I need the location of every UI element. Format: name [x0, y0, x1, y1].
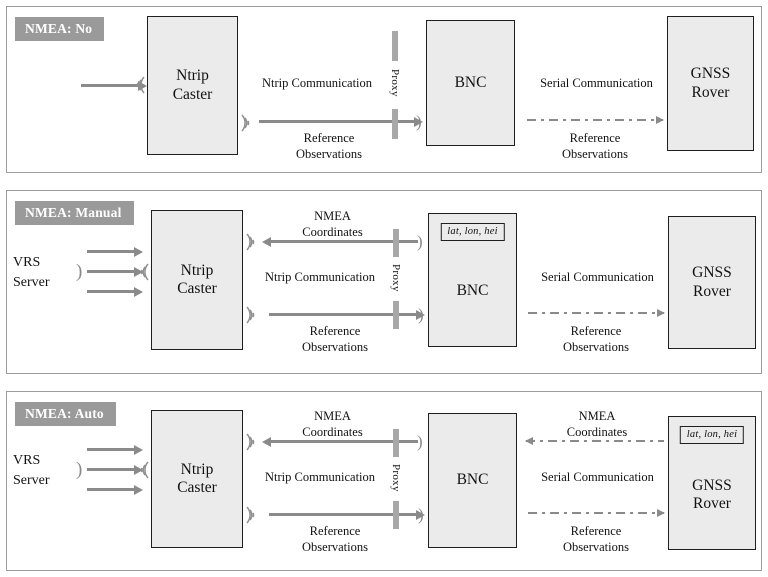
label-ntrip-communication: Ntrip Communication — [264, 270, 376, 284]
label-vrs-server-line2: Server — [13, 473, 50, 488]
node-ntrip-caster-line1: Ntrip — [176, 67, 209, 85]
receiver-mark: ) — [416, 112, 422, 131]
transmitter-mark: ) — [76, 459, 83, 480]
node-ntrip-caster: Ntrip Caster — [151, 410, 243, 548]
signal-receive-icon — [135, 261, 151, 283]
signal-transmit-icon — [244, 304, 260, 326]
receiver-mark: ) — [417, 432, 423, 451]
node-gnss-rover-line1: GNSS — [692, 264, 732, 282]
label-serial-communication: Serial Communication — [541, 470, 654, 484]
signal-transmit-icon — [244, 504, 260, 526]
label-nmea-coordinates-2: Coordinates — [302, 225, 363, 239]
node-bnc: lat, lon, hei BNC — [428, 213, 517, 347]
label-nmea-coordinates-2: Coordinates — [302, 425, 363, 439]
label-proxy: Proxy — [389, 69, 401, 97]
node-gnss-rover-line2: Rover — [691, 83, 730, 101]
signal-receive-icon — [131, 74, 147, 96]
latlon-hei-box: lat, lon, hei — [679, 426, 745, 444]
receiver-mark: ) — [418, 305, 424, 324]
label-ntrip-communication: Ntrip Communication — [261, 76, 373, 90]
status-badge-nmea-mode: NMEA: No — [15, 17, 105, 42]
node-gnss-rover-line2: Rover — [693, 495, 731, 512]
label-reference-observations-left-2: Observations — [302, 340, 368, 354]
arrow-vrs-stream-3 — [87, 290, 135, 293]
node-ntrip-caster-line2: Caster — [172, 85, 213, 103]
arrow-inbound-to-caster — [81, 84, 139, 87]
proxy-bar-bottom — [393, 501, 399, 529]
proxy-bar-top — [393, 229, 399, 257]
transmitter-mark: ) — [76, 261, 83, 282]
label-vrs-server-line1: VRS — [13, 453, 41, 468]
node-ntrip-caster-line1: Ntrip — [180, 460, 214, 478]
receiver-mark: ) — [418, 505, 424, 524]
node-gnss-rover: lat, lon, hei GNSS Rover — [668, 416, 756, 550]
proxy-bar-top — [392, 31, 398, 61]
latlon-hei-box: lat, lon, hei — [440, 223, 505, 241]
label-vrs-server-line2: Server — [13, 275, 50, 290]
label-serial-communication: Serial Communication — [541, 270, 654, 284]
label-nmea-coordinates-1: NMEA — [314, 209, 351, 223]
signal-receive-icon — [135, 459, 151, 481]
label-proxy: Proxy — [390, 464, 402, 492]
node-ntrip-caster: Ntrip Caster — [147, 16, 238, 155]
proxy-bar-top — [393, 429, 399, 457]
label-reference-observations-left-2: Observations — [296, 147, 362, 161]
label-reference-observations-left-1: Reference — [309, 324, 361, 338]
node-bnc: BNC — [428, 413, 517, 548]
label-nmea-coordinates-1: NMEA — [314, 409, 351, 423]
label-nmea-coordinates-right-1: NMEA — [578, 409, 616, 423]
label-reference-observations-left-2: Observations — [302, 540, 368, 554]
node-gnss-rover: GNSS Rover — [668, 216, 756, 349]
signal-receive-icon — [244, 231, 260, 253]
arrow-reference-observations-left — [269, 513, 417, 516]
node-bnc-line1: BNC — [456, 281, 489, 299]
signal-transmit-icon — [239, 112, 255, 134]
label-reference-observations-right-2: Observations — [563, 540, 629, 554]
arrow-reference-observations-left — [259, 120, 415, 123]
panel-nmea-no: NMEA: No Ntrip Caster — [6, 6, 762, 173]
label-reference-observations-left-1: Reference — [303, 131, 355, 145]
panel-nmea-auto: NMEA: Auto VRS Server ) Ntrip Caster NME… — [6, 391, 762, 571]
node-bnc-line1: BNC — [456, 471, 489, 489]
label-reference-observations-left-1: Reference — [309, 524, 361, 538]
label-vrs-server-line1: VRS — [13, 255, 41, 270]
label-ntrip-communication: Ntrip Communication — [264, 470, 376, 484]
arrow-reference-observations-left — [269, 313, 417, 316]
label-reference-observations-right-1: Reference — [570, 324, 622, 338]
status-badge-nmea-mode: NMEA: Manual — [15, 201, 134, 226]
proxy-bar-bottom — [393, 301, 399, 329]
signal-receive-icon — [244, 431, 260, 453]
arrow-vrs-stream-2 — [87, 468, 135, 471]
node-ntrip-caster: Ntrip Caster — [151, 210, 243, 350]
node-ntrip-caster-line2: Caster — [177, 280, 217, 297]
label-reference-observations-right-2: Observations — [562, 147, 628, 161]
node-ntrip-caster-line1: Ntrip — [180, 261, 214, 279]
panel-nmea-manual: NMEA: Manual VRS Server ) Ntrip Caster N… — [6, 190, 762, 374]
node-bnc-line1: BNC — [454, 73, 487, 91]
receiver-mark: ) — [417, 232, 423, 251]
proxy-bar-bottom — [392, 109, 398, 139]
label-reference-observations-right-1: Reference — [570, 524, 622, 538]
label-reference-observations-right-2: Observations — [563, 340, 629, 354]
arrow-nmea-coordinates-left — [270, 240, 418, 243]
node-gnss-rover-line2: Rover — [693, 282, 731, 300]
arrow-nmea-coordinates-right — [526, 436, 664, 446]
node-ntrip-caster-line2: Caster — [177, 479, 217, 496]
label-reference-observations-right-1: Reference — [569, 131, 621, 145]
label-serial-communication: Serial Communication — [540, 76, 653, 90]
node-gnss-rover: GNSS Rover — [667, 16, 754, 151]
arrow-reference-observations-right — [527, 115, 663, 125]
arrow-vrs-stream-3 — [87, 488, 135, 491]
arrow-nmea-coordinates-left — [270, 440, 418, 443]
arrow-vrs-stream-1 — [87, 250, 135, 253]
node-gnss-rover-line1: GNSS — [690, 65, 731, 83]
node-bnc: BNC — [426, 20, 515, 146]
arrow-vrs-stream-2 — [87, 270, 135, 273]
label-proxy: Proxy — [390, 264, 402, 292]
arrow-reference-observations-right — [528, 508, 664, 518]
status-badge-nmea-mode: NMEA: Auto — [15, 402, 116, 427]
arrow-reference-observations-right — [528, 308, 664, 318]
node-gnss-rover-line1: GNSS — [692, 476, 732, 494]
arrow-vrs-stream-1 — [87, 448, 135, 451]
